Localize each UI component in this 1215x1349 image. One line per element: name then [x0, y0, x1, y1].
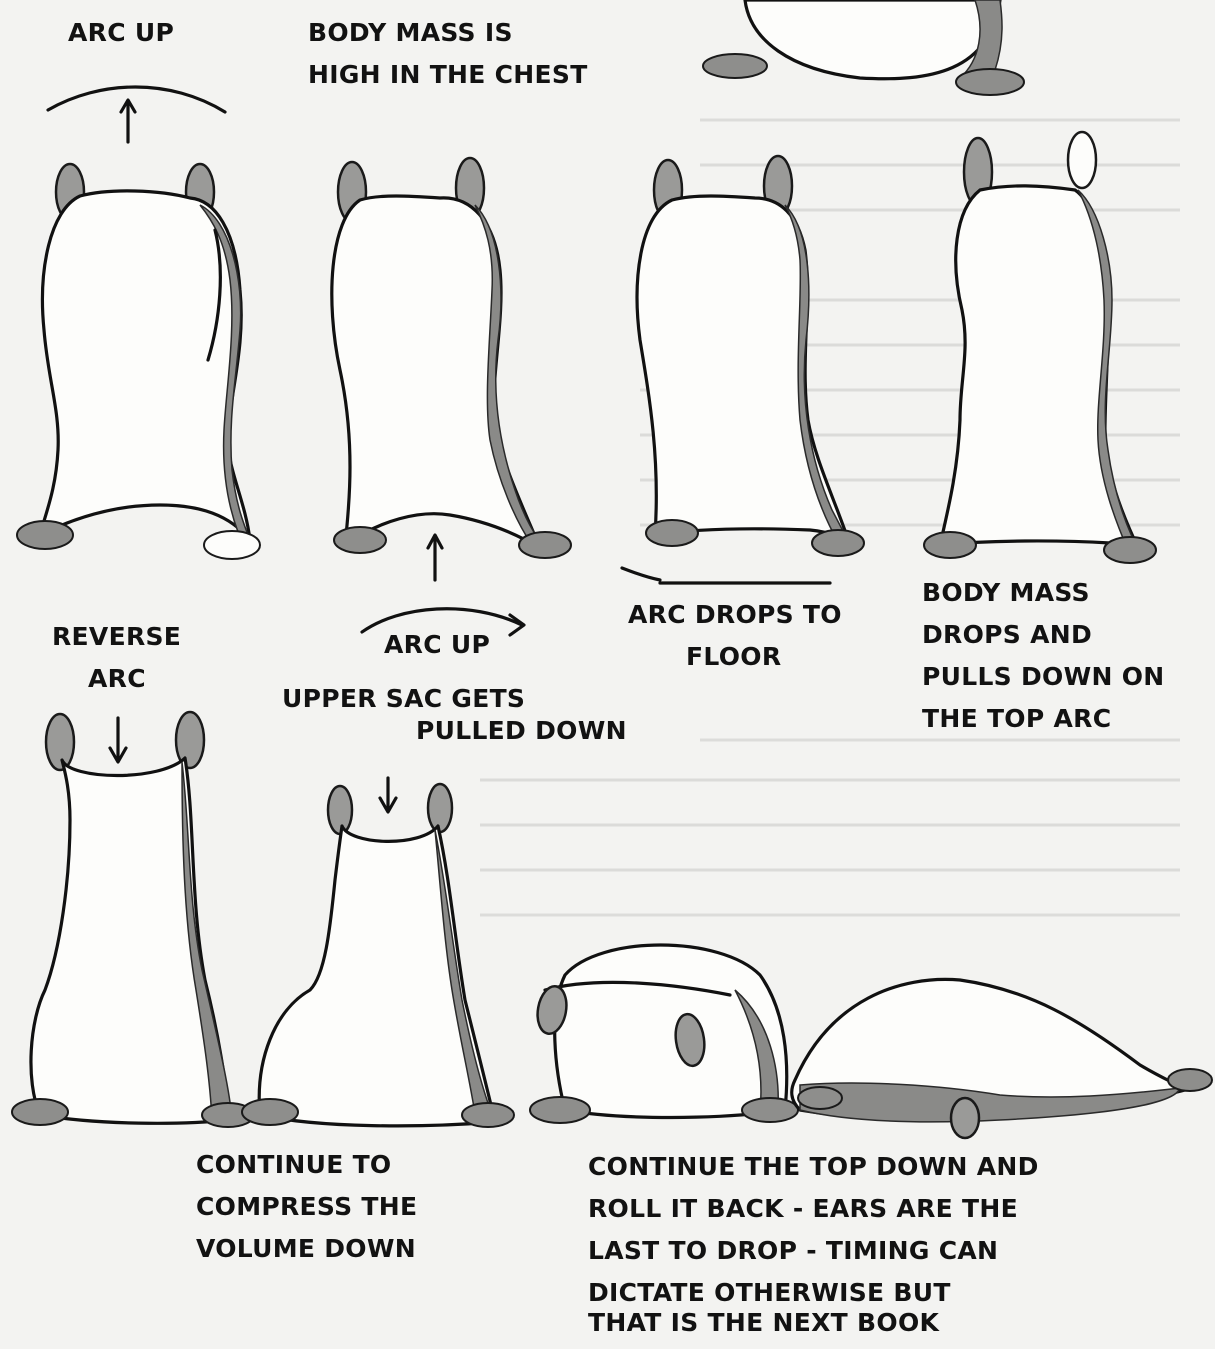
sack-6-compress	[242, 778, 514, 1127]
label-line: ARC UP	[384, 624, 490, 666]
label-line: THAT IS THE NEXT BOOK	[588, 1302, 939, 1344]
label-line: THE TOP ARC	[922, 698, 1111, 740]
label-line: PULLS DOWN ON	[922, 656, 1164, 698]
label-line: ARC UP	[68, 12, 174, 54]
arc-up-indicator-top	[48, 87, 225, 142]
sack-fragment-top	[703, 0, 1024, 95]
label-line: REVERSE	[52, 616, 181, 658]
label-line: BODY MASS IS	[308, 12, 513, 54]
label-line: CONTINUE THE TOP DOWN AND	[588, 1146, 1039, 1188]
sack-1-standing	[17, 164, 260, 559]
label-line: COMPRESS THE	[196, 1186, 417, 1228]
reverse-arc-indicator	[110, 718, 126, 762]
label-line: FLOOR	[686, 636, 781, 678]
sack-5-reverse-arc	[12, 712, 254, 1127]
label-line: CONTINUE TO	[196, 1144, 392, 1186]
sack-2-chest-mass	[332, 158, 571, 635]
label-line: LAST TO DROP - TIMING CAN	[588, 1230, 998, 1272]
sack-3-arc-drops	[622, 156, 864, 583]
label-line: BODY MASS	[922, 572, 1090, 614]
label-line: ARC	[88, 658, 146, 700]
label-line: VOLUME DOWN	[196, 1228, 416, 1270]
label-line: DROPS AND	[922, 614, 1092, 656]
sack-7-roll-back	[530, 945, 798, 1123]
label-line: ROLL IT BACK - EARS ARE THE	[588, 1188, 1018, 1230]
label-line: ARC DROPS TO	[628, 594, 842, 636]
sack-8-flattened	[792, 979, 1212, 1138]
sack-4-mass-drops	[924, 132, 1156, 563]
label-line: PULLED DOWN	[416, 710, 627, 752]
label-line: HIGH IN THE CHEST	[308, 54, 588, 96]
